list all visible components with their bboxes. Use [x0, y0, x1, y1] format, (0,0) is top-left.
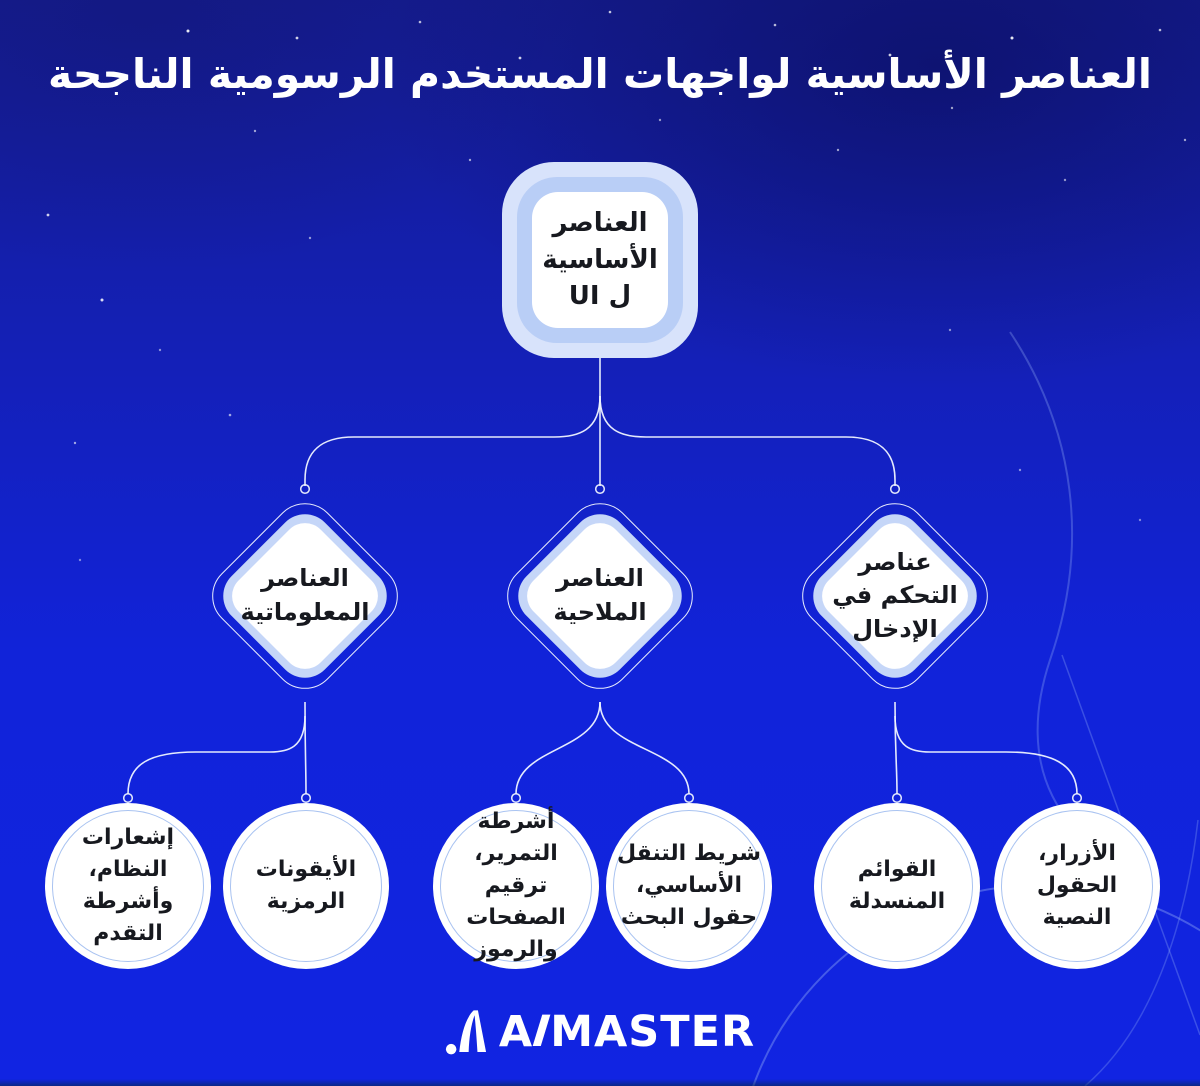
page-title: العناصر الأساسية لواجهات المستخدم الرسوم…: [48, 50, 1152, 98]
root-node: العناصر الأساسية ل UI: [502, 162, 698, 358]
branch-label: العناصر المعلوماتية: [240, 564, 370, 626]
star-field: [46, 10, 1187, 562]
leaf-circle-icons: الأيقونات الرمزية: [223, 803, 389, 969]
leaf-label: الأيقونات الرمزية: [255, 857, 357, 914]
logo-wordmark: AIMASTER: [499, 1007, 755, 1057]
leaf-label: شريط التنقل الأساسي، حقول البحث: [616, 841, 762, 930]
branch-diamond-navigational: العناصر الملاحية: [493, 489, 707, 703]
connector-ring-joints: [122, 483, 1083, 804]
branch-label: العناصر الملاحية: [553, 564, 647, 626]
leaf-circle-dropdowns: القوائم المنسدلة: [814, 803, 980, 969]
root-node-label: العناصر الأساسية ل UI: [542, 207, 658, 312]
root-node-core: [532, 192, 668, 328]
footer-logo: AIMASTER: [445, 1006, 755, 1057]
leaf-label: الأزرار، الحقول النصية: [1036, 841, 1118, 930]
branch-label: عناصر التحكم في الإدخال: [832, 547, 958, 643]
leaf-circle-navbar-search: شريط التنقل الأساسي، حقول البحث: [606, 803, 772, 969]
leaf-label: إشعارات النظام، وأشرطة التقدم: [81, 825, 175, 946]
branch-diamond-informational: العناصر المعلوماتية: [198, 489, 412, 703]
bottom-edge-shade: [0, 1079, 1200, 1086]
branch-diamond-input-controls: عناصر التحكم في الإدخال: [788, 489, 1002, 703]
leaf-label: أشرطة التمرير، ترقيم الصفحات والرموز: [466, 809, 566, 962]
leaf-circle-scrollbars-pagination: أشرطة التمرير، ترقيم الصفحات والرموز: [433, 803, 599, 969]
leaf-circle-buttons-textfields: الأزرار، الحقول النصية: [994, 803, 1160, 969]
logo-text-master: MASTER: [550, 1007, 756, 1057]
leaf-label: القوائم المنسدلة: [848, 857, 946, 914]
logo-letter-a: A: [498, 1007, 534, 1057]
logo-mark-icon: [445, 1010, 487, 1055]
leaf-circle-notifications-progress: إشعارات النظام، وأشرطة التقدم: [45, 803, 211, 969]
